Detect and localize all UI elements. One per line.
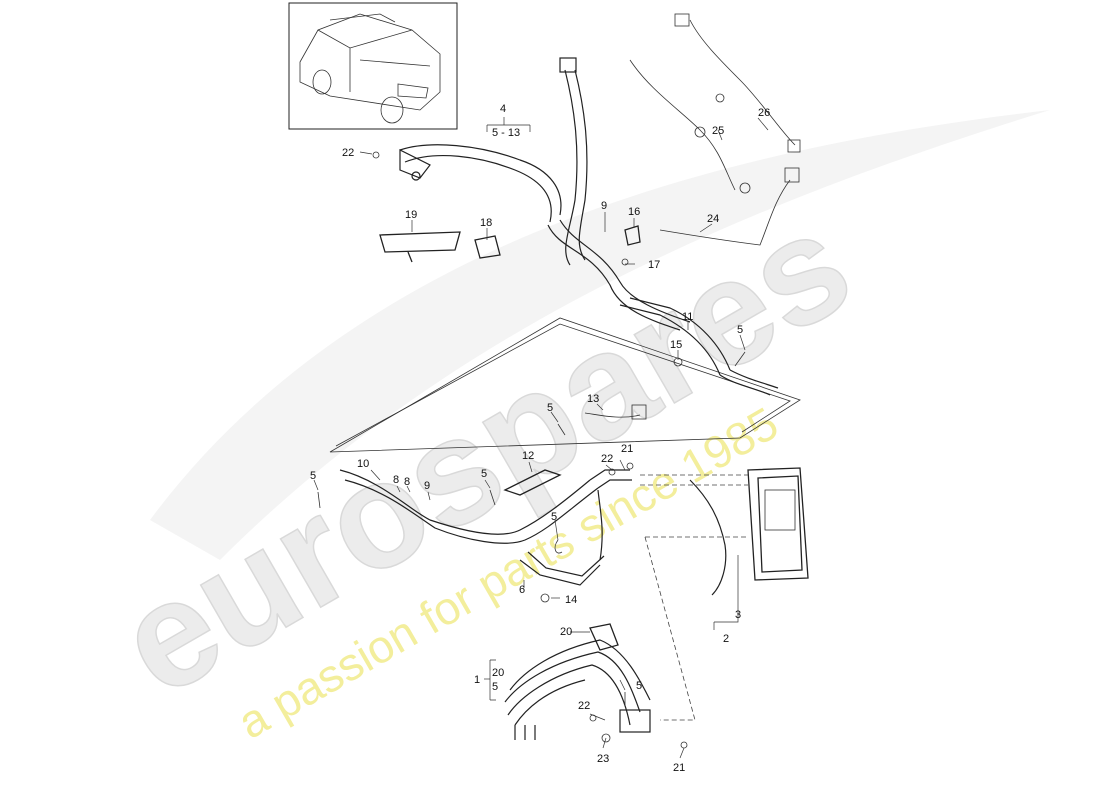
label-part-15: 15 [670, 339, 682, 351]
watermark: eurospares a passion for parts since 198… [91, 110, 1050, 749]
label-part-12: 12 [522, 450, 534, 462]
label-part-9: 9 [601, 200, 607, 212]
label-part-11: 11 [682, 311, 693, 323]
label-part-24: 24 [707, 213, 719, 225]
label-part-22: 22 [342, 147, 354, 159]
label-part-20-b: 20 [492, 667, 504, 679]
label-part-25: 25 [712, 125, 724, 137]
label-part-8-b: 8 [404, 476, 410, 488]
label-part-1: 1 [474, 674, 480, 686]
car-thumbnail [288, 2, 458, 130]
label-part-5-e: 5 [551, 511, 557, 523]
label-part-2: 2 [723, 633, 729, 645]
label-part-4-range: 5 - 13 [492, 127, 520, 139]
fasteners [317, 151, 746, 749]
bracket-19 [379, 231, 461, 263]
label-part-22-b: 22 [601, 453, 613, 465]
label-part-5-c: 5 [310, 470, 316, 482]
harness-13 [584, 404, 647, 420]
label-part-5-a: 5 [737, 324, 743, 336]
label-part-4: 4 [500, 103, 506, 115]
harness-24-26 [629, 13, 801, 246]
label-part-5-b: 5 [547, 402, 553, 414]
label-part-16: 16 [628, 206, 640, 218]
cable-set-1 [504, 623, 651, 740]
watermark-swoosh [150, 110, 1050, 560]
part-number-labels: 4 5 - 13 22 19 18 9 16 17 24 25 26 11 5 … [310, 103, 770, 774]
label-part-5-d: 5 [481, 468, 487, 480]
dashed-references [640, 474, 748, 721]
bracket-12 [503, 469, 562, 496]
label-part-8-a: 8 [393, 474, 399, 486]
car-suv-icon [299, 13, 441, 124]
label-part-6: 6 [519, 584, 525, 596]
control-unit [689, 467, 809, 596]
label-part-13: 13 [587, 393, 599, 405]
harness-11 [619, 297, 779, 396]
label-part-21-b: 21 [673, 762, 685, 774]
label-part-9-b: 9 [424, 480, 430, 492]
label-part-14: 14 [565, 594, 577, 606]
label-part-10: 10 [357, 458, 369, 470]
label-part-22-c: 22 [578, 700, 590, 712]
label-part-20-a: 20 [560, 626, 572, 638]
label-part-26: 26 [758, 107, 770, 119]
harness-6 [339, 469, 632, 586]
leader-lines [313, 117, 769, 759]
label-part-18: 18 [480, 217, 492, 229]
label-part-19: 19 [405, 209, 417, 221]
label-part-3: 3 [735, 609, 741, 621]
harness-4 [399, 57, 691, 331]
vehicle-floor-outline [329, 317, 801, 453]
label-part-5-f: 5 [492, 681, 498, 693]
label-part-23: 23 [597, 753, 609, 765]
label-part-5-g: 5 [636, 680, 642, 692]
label-part-21-a: 21 [621, 443, 633, 455]
label-part-17: 17 [648, 259, 660, 271]
bracket-18 [474, 235, 501, 259]
